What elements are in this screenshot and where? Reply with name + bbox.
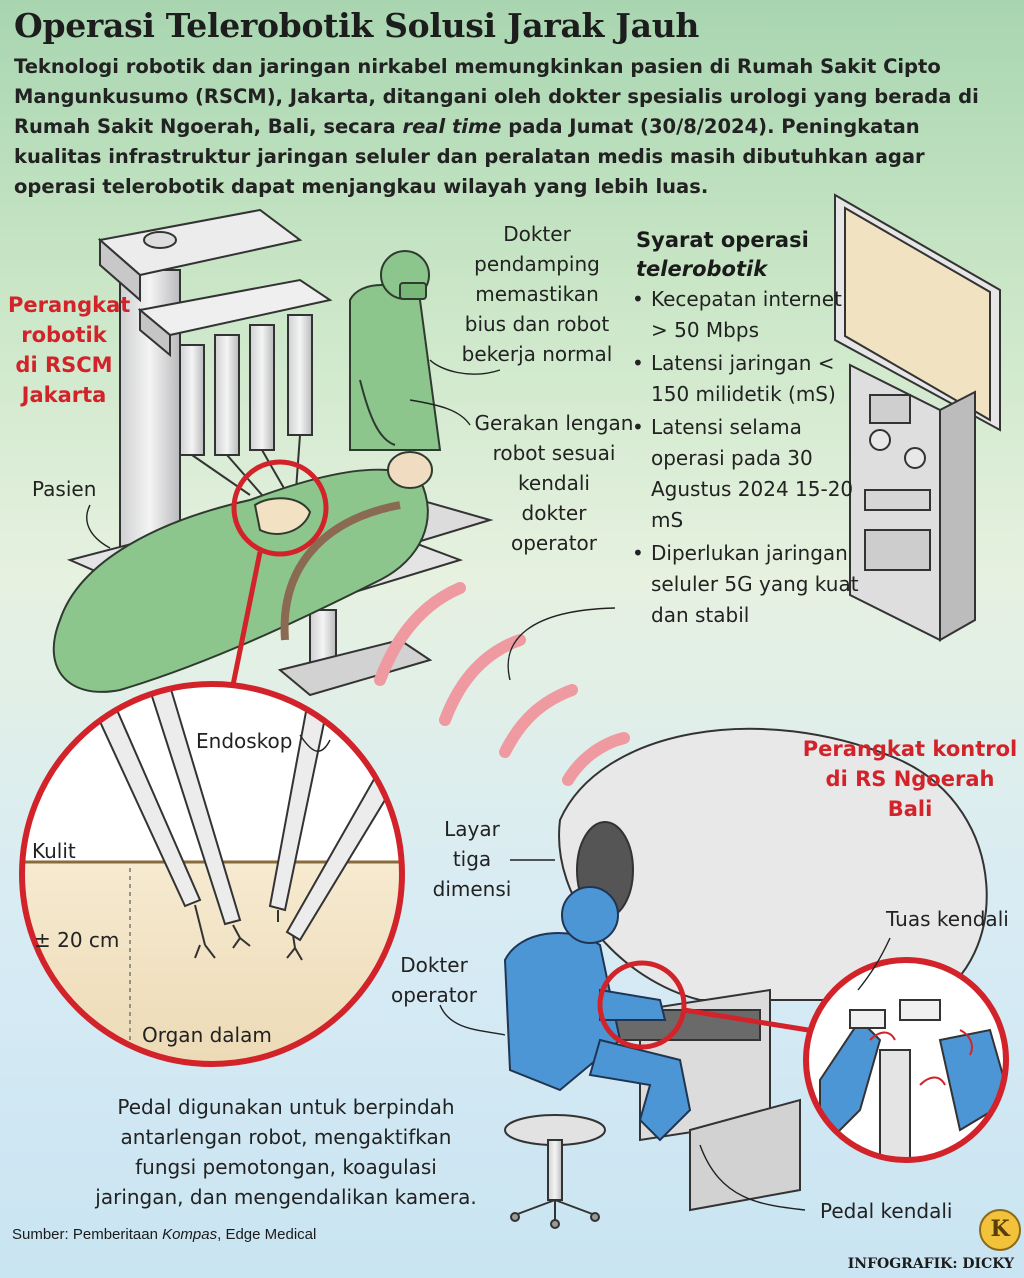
source-note: Sumber: Pemberitaan Kompas, Edge Medical	[12, 1226, 316, 1243]
source-italic: Kompas	[162, 1226, 218, 1243]
monitor-tower	[834, 193, 1001, 642]
label-line: bius dan robot	[464, 312, 610, 336]
label-layar-3d: Layar tiga dimensi	[422, 814, 522, 904]
leader-lines	[86, 359, 891, 1211]
requirement-item: Latensi jaringan < 150 milidetik (mS)	[632, 348, 862, 410]
label-tuas-kendali: Tuas kendali	[886, 907, 1009, 931]
intro-italic: real time	[402, 115, 502, 138]
label-line: Bali	[887, 797, 933, 821]
label-line: antarlengan robot, mengaktifkan	[120, 1125, 452, 1149]
label-pedal-kendali: Pedal kendali	[820, 1199, 953, 1223]
operator-doctor-figure	[503, 886, 692, 1142]
hand-controls-zoom-circle	[803, 957, 1009, 1163]
zoom-highlight-bali	[597, 960, 809, 1050]
label-line: dokter	[521, 501, 587, 525]
label-line: Dokter	[400, 953, 468, 977]
requirement-item: Latensi selama operasi pada 30 Agustus 2…	[632, 412, 862, 536]
label-line: kendali	[518, 471, 590, 495]
requirement-item: Kecepatan internet > 50 Mbps	[632, 284, 862, 346]
label-gerakan-lengan: Gerakan lengan robot sesuai kendali dokt…	[470, 408, 638, 558]
label-line: tiga	[452, 847, 492, 871]
endoscope-zoom-circle	[19, 681, 405, 1067]
label-dokter-operator: Dokter operator	[388, 950, 480, 1010]
label-line: Gerakan lengan	[474, 411, 634, 435]
intro-text-2: pada Jumat (30/8/2024). Peningkatan kual…	[14, 115, 925, 198]
source-suffix: , Edge Medical	[217, 1226, 317, 1243]
label-line: dimensi	[432, 877, 512, 901]
kompas-logo	[979, 1209, 1021, 1251]
label-line: Pedal digunakan untuk berpindah	[117, 1095, 455, 1119]
label-depth: ± 20 cm	[34, 928, 120, 952]
label-robot-rscm-line: Perangkat	[8, 293, 131, 317]
label-line: memastikan	[475, 282, 599, 306]
label-line: jaringan, dan mengendalikan kamera.	[95, 1185, 477, 1209]
operator-stool	[504, 1114, 606, 1229]
label-line: operator	[390, 983, 477, 1007]
requirement-item: Diperlukan jaringan seluler 5G yang kuat…	[632, 538, 862, 631]
kompas-logo-letter: K	[990, 1216, 1010, 1242]
label-endoskop: Endoskop	[196, 729, 293, 753]
requirements-title-line: Syarat operasi	[636, 228, 809, 252]
wireless-signal-arcs	[374, 582, 630, 786]
infographic-credit: INFOGRAFIK: DICKY	[847, 1256, 1014, 1272]
label-robot-rscm-line: Jakarta	[21, 383, 107, 407]
intro-text-1: Teknologi robotik dan jaringan nirkabel …	[14, 55, 979, 138]
label-line: bekerja normal	[461, 342, 613, 366]
label-robot-rscm: Perangkat robotik di RSCM Jakarta	[8, 290, 131, 410]
label-line: Dokter	[503, 222, 571, 246]
patient-figure	[52, 451, 433, 693]
label-line: Layar	[444, 817, 500, 841]
signal-arc-brown	[280, 501, 401, 641]
label-kulit: Kulit	[32, 839, 76, 863]
requirements-list: Kecepatan internet > 50 Mbps Latensi jar…	[632, 284, 862, 633]
label-line: fungsi pemotongan, koagulasi	[135, 1155, 437, 1179]
label-line: robot sesuai	[492, 441, 616, 465]
requirements-title-line: telerobotik	[636, 257, 768, 281]
label-pedal-note: Pedal digunakan untuk berpindah antarlen…	[86, 1092, 486, 1212]
label-line: operator	[510, 531, 597, 555]
label-dokter-pendamping: Dokter pendamping memastikan bius dan ro…	[452, 219, 622, 369]
source-prefix: Sumber: Pemberitaan	[12, 1226, 163, 1243]
intro-paragraph: Teknologi robotik dan jaringan nirkabel …	[14, 52, 1004, 202]
label-line: Perangkat kontrol	[802, 737, 1018, 761]
page-title: Operasi Telerobotik Solusi Jarak Jauh	[14, 6, 700, 45]
label-pasien: Pasien	[32, 477, 97, 501]
label-line: pendamping	[474, 252, 600, 276]
requirements-title: Syarat operasi telerobotik	[636, 226, 809, 284]
label-kontrol-bali: Perangkat kontrol di RS Ngoerah Bali	[800, 734, 1020, 824]
zoom-highlight-rscm	[229, 459, 329, 691]
label-line: di RS Ngoerah	[825, 767, 995, 791]
label-robot-rscm-line: di RSCM	[15, 353, 113, 377]
label-organ-dalam: Organ dalam	[142, 1023, 272, 1047]
assistant-doctor-figure	[349, 250, 442, 451]
label-robot-rscm-line: robotik	[21, 323, 107, 347]
